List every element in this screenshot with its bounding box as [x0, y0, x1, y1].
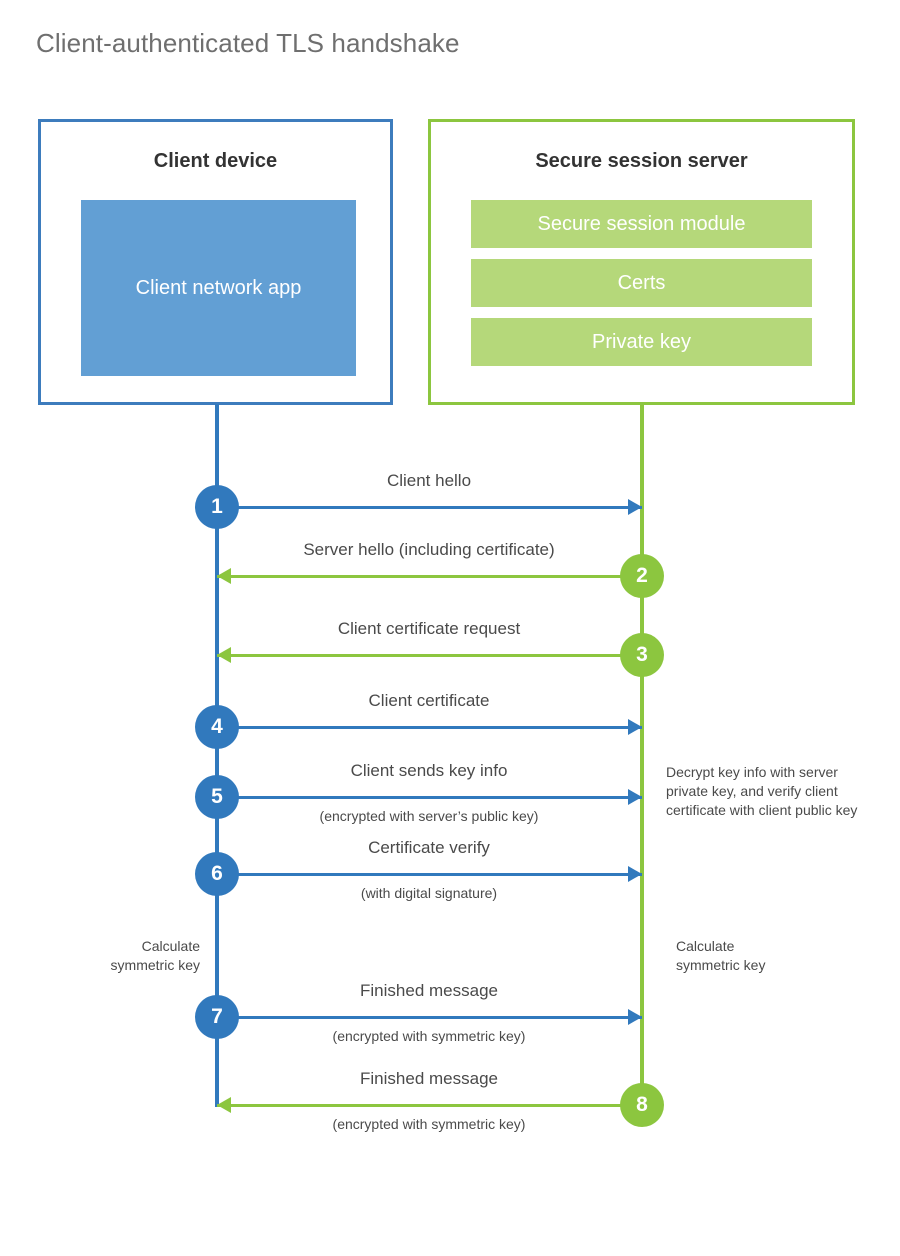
message-label-step-8: Finished message	[360, 1069, 498, 1088]
arrow-head-step-2	[217, 568, 231, 584]
note-server-calculate-key: Calculate symmetric key	[676, 938, 766, 973]
message-sublabel-step-8: (encrypted with symmetric key)	[332, 1116, 526, 1132]
step-badge-8[interactable]: 8	[620, 1083, 664, 1127]
step-badge-7[interactable]: 7	[195, 995, 239, 1039]
arrow-line-step-3	[217, 654, 642, 657]
arrow-head-step-1	[628, 499, 642, 515]
step-badge-4[interactable]: 4	[195, 705, 239, 749]
note-client-calculate-key: Calculate symmetric key	[110, 938, 200, 973]
server-lifeline	[640, 404, 644, 1107]
server-module-secure-session-module: Secure session module	[471, 200, 812, 248]
secure-session-server-title: Secure session server	[535, 150, 748, 172]
message-label-step-4: Client certificate	[368, 691, 490, 710]
message-sublabel-step-7: (encrypted with symmetric key)	[332, 1028, 526, 1044]
server-module-private-key: Private key	[471, 318, 812, 366]
step-badge-1[interactable]: 1	[195, 485, 239, 529]
step-badge-6[interactable]: 6	[195, 852, 239, 896]
message-label-step-1: Client hello	[386, 471, 472, 490]
arrow-head-step-8	[217, 1097, 231, 1113]
message-label-step-5: Client sends key info	[350, 761, 508, 780]
arrow-head-step-3	[217, 647, 231, 663]
step-badge-2[interactable]: 2	[620, 554, 664, 598]
note-server-decrypt: Decrypt key info with server private key…	[666, 764, 858, 818]
arrow-head-step-5	[628, 789, 642, 805]
secure-session-server-box: Secure session server Secure session mod…	[428, 119, 855, 405]
message-sublabel-step-6: (with digital signature)	[360, 885, 498, 901]
step-badge-5[interactable]: 5	[195, 775, 239, 819]
message-label-step-6: Certificate verify	[368, 838, 490, 857]
message-label-step-2: Server hello (including certificate)	[303, 540, 555, 559]
arrow-head-step-7	[628, 1009, 642, 1025]
step-badge-3[interactable]: 3	[620, 633, 664, 677]
arrow-line-step-4	[217, 726, 642, 729]
server-module-list: Secure session module Certs Private key	[471, 200, 812, 366]
client-device-box: Client device Client network app	[38, 119, 393, 405]
arrow-line-step-2	[217, 575, 642, 578]
client-lifeline	[215, 404, 219, 1107]
server-module-certs: Certs	[471, 259, 812, 307]
page-title: Client-authenticated TLS handshake	[36, 28, 460, 58]
arrow-line-step-8	[217, 1104, 642, 1107]
client-network-app-block: Client network app	[81, 200, 356, 376]
arrow-line-step-1	[217, 506, 642, 509]
message-label-step-7: Finished message	[360, 981, 498, 1000]
arrow-head-step-4	[628, 719, 642, 735]
arrow-head-step-6	[628, 866, 642, 882]
arrow-line-step-6	[217, 873, 642, 876]
arrow-line-step-7	[217, 1016, 642, 1019]
message-sublabel-step-5: (encrypted with server’s public key)	[319, 808, 539, 824]
client-device-title: Client device	[153, 150, 278, 172]
message-label-step-3: Client certificate request	[337, 619, 521, 638]
arrow-line-step-5	[217, 796, 642, 799]
